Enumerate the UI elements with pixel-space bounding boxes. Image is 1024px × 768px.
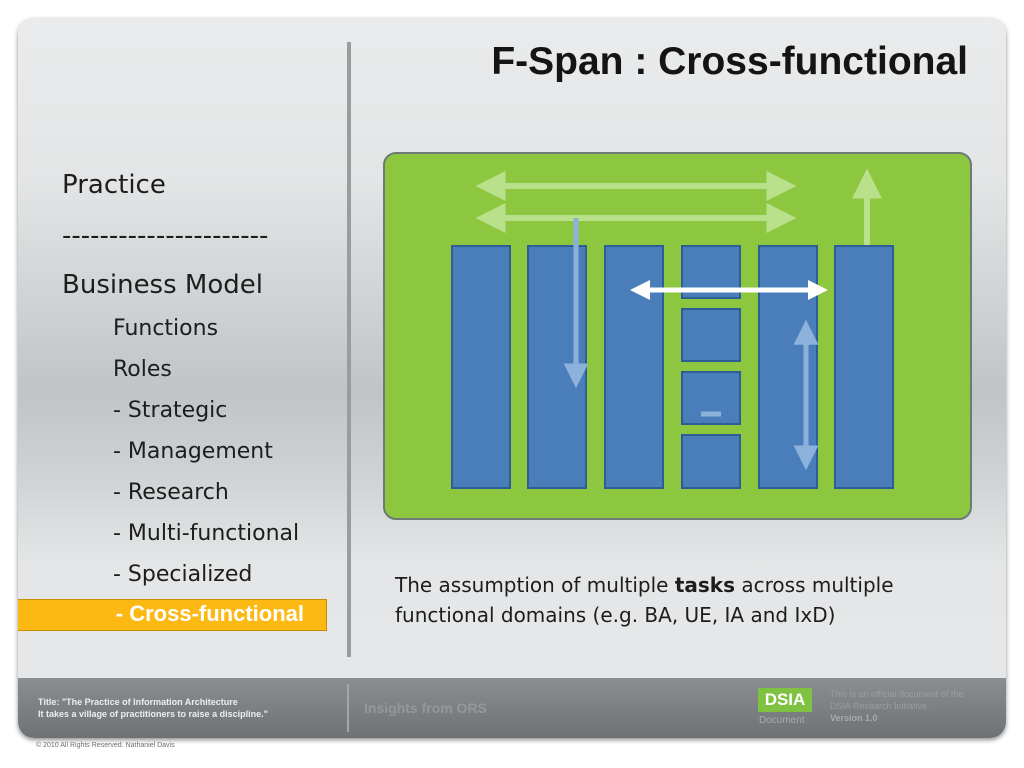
footer-official: This is an official document of the DSIA…	[830, 688, 963, 724]
slide-title: F-Span : Cross-functional	[491, 40, 968, 83]
column-4-block-2	[681, 308, 741, 362]
cross-functional-diagram	[383, 152, 972, 520]
footer-title: Title: "The Practice of Information Arch…	[38, 696, 268, 720]
nav-functions: Functions	[113, 316, 219, 341]
caption-text: The assumption of multiple	[395, 573, 675, 597]
nav-practice: Practice	[62, 170, 166, 200]
footer-version: Version 1.0	[830, 713, 878, 723]
dsia-document-label: Document	[759, 715, 805, 726]
footer: Title: "The Practice of Information Arch…	[18, 678, 1006, 738]
column-6	[834, 245, 894, 489]
nav-specialized: - Specialized	[113, 562, 253, 587]
column-1	[451, 245, 511, 489]
vertical-divider	[347, 42, 351, 657]
column-4-block-4	[681, 434, 741, 489]
footer-divider	[347, 684, 349, 732]
column-3	[604, 245, 664, 489]
caption-text-rest: across multiple functional domains (e.g.…	[395, 573, 894, 627]
footer-official-line-2: DSIA Research Initiative.	[830, 701, 930, 711]
copyright: © 2010 All Rights Reserved. Nathaniel Da…	[36, 742, 175, 749]
nav-multi-functional: - Multi-functional	[113, 521, 300, 546]
nav-business-model: Business Model	[62, 270, 263, 300]
diagram-caption: The assumption of multiple tasks across …	[395, 570, 955, 630]
nav-management: - Management	[113, 439, 273, 464]
slide: F-Span : Cross-functional Practice -----…	[18, 18, 1006, 738]
caption-bold-tasks: tasks	[674, 573, 736, 597]
nav-strategic: - Strategic	[113, 398, 228, 423]
nav-cross-functional-highlight: - Cross-functional	[18, 599, 327, 631]
footer-title-line-2: It takes a village of practitioners to r…	[38, 709, 268, 719]
footer-insights: Insights from ORS	[364, 700, 487, 716]
nav-separator: ----------------------	[62, 221, 269, 251]
dsia-logo: DSIA	[758, 688, 812, 712]
footer-official-line-1: This is an official document of the	[830, 689, 964, 699]
blue-arrows	[563, 218, 819, 471]
nav-cross-functional: - Cross-functional	[115, 601, 304, 626]
nav-roles: Roles	[113, 357, 172, 382]
nav-research: - Research	[113, 480, 229, 505]
footer-title-line-1: Title: "The Practice of Information Arch…	[38, 697, 238, 707]
